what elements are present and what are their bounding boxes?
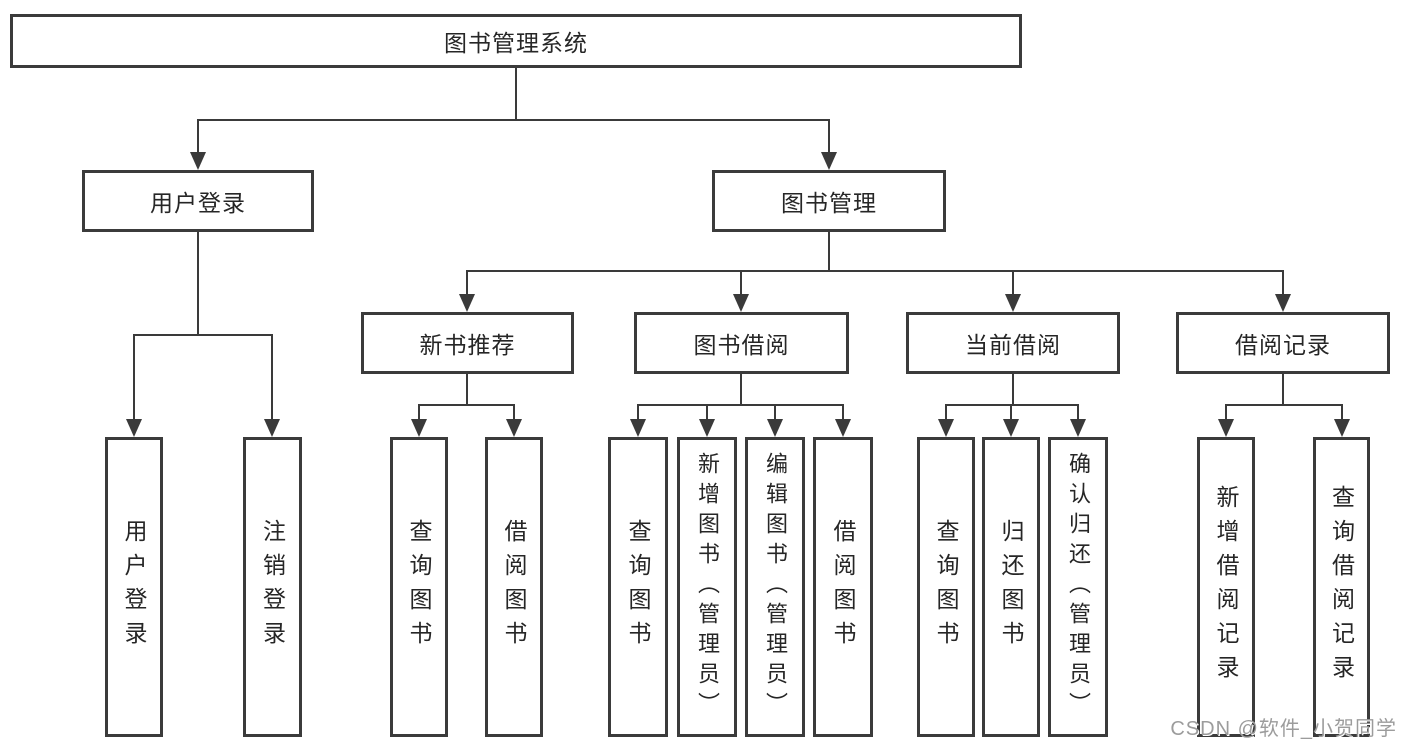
leaf-edit-book-admin: 编辑图书（管理员） (745, 437, 805, 737)
node-label: 用户登录 (150, 190, 246, 216)
connector-line (197, 232, 199, 335)
leaf-query-books-recommend: 查询图书 (390, 437, 448, 737)
arrowhead-down (1070, 419, 1086, 437)
leaf-confirm-return-admin: 确认归还（管理员） (1048, 437, 1108, 737)
leaf-return-book: 归还图书 (982, 437, 1040, 737)
leaf-query-books-current: 查询图书 (917, 437, 975, 737)
connector-line (1010, 404, 1012, 420)
leaf-label: 查询图书 (406, 519, 432, 655)
arrowhead-down (1003, 419, 1019, 437)
node-label: 图书借阅 (693, 332, 790, 358)
connector-line (1226, 404, 1343, 406)
leaf-label: 编辑图书（管理员） (763, 452, 788, 722)
arrowhead-down (1275, 294, 1291, 312)
arrowhead-down (733, 294, 749, 312)
connector-line (1282, 270, 1284, 296)
connector-line (945, 404, 947, 420)
arrowhead-down (506, 419, 522, 437)
connector-line (197, 119, 199, 154)
connector-line (466, 270, 468, 296)
connector-line (1225, 404, 1227, 420)
leaf-label: 查询图书 (933, 519, 959, 655)
leaf-label: 借阅图书 (501, 519, 527, 655)
node-user-login: 用户登录 (82, 170, 314, 232)
connector-line (774, 404, 776, 420)
node-label: 借阅记录 (1235, 332, 1331, 358)
leaf-logout: 注销登录 (243, 437, 302, 737)
leaf-label: 查询图书 (625, 519, 651, 655)
connector-line (513, 404, 515, 420)
connector-line (1077, 404, 1079, 420)
arrowhead-down (126, 419, 142, 437)
arrowhead-down (1005, 294, 1021, 312)
connector-line (1012, 374, 1014, 405)
connector-line (637, 404, 639, 420)
arrowhead-down (1218, 419, 1234, 437)
leaf-label: 归还图书 (998, 519, 1024, 655)
leaf-label: 确认归还（管理员） (1066, 452, 1091, 722)
connector-line (133, 334, 135, 420)
connector-line (1282, 374, 1284, 405)
node-current-borrow: 当前借阅 (906, 312, 1120, 374)
leaf-add-borrow-record: 新增借阅记录 (1197, 437, 1255, 737)
leaf-label: 新增借阅记录 (1213, 485, 1239, 689)
connector-line (740, 270, 742, 296)
leaf-query-borrow-record: 查询借阅记录 (1313, 437, 1370, 737)
connector-line (271, 334, 273, 420)
leaf-user-login: 用户登录 (105, 437, 163, 737)
connector-line (515, 68, 517, 120)
leaf-label: 借阅图书 (830, 519, 856, 655)
leaf-add-book-admin: 新增图书（管理员） (677, 437, 737, 737)
node-label: 图书管理系统 (444, 30, 588, 56)
connector-line (197, 119, 830, 121)
arrowhead-down (190, 152, 206, 170)
leaf-label: 查询借阅记录 (1328, 485, 1355, 689)
connector-line (706, 404, 708, 420)
connector-line (467, 270, 1284, 272)
leaf-label: 新增图书（管理员） (695, 452, 720, 722)
node-label: 图书管理 (781, 190, 877, 216)
node-new-book-recommend: 新书推荐 (361, 312, 574, 374)
connector-line (1341, 404, 1343, 420)
connector-line (134, 334, 273, 336)
node-book-borrow: 图书借阅 (634, 312, 849, 374)
leaf-query-books-borrow: 查询图书 (608, 437, 668, 737)
leaf-label: 注销登录 (259, 519, 286, 655)
connector-line (828, 119, 830, 154)
leaf-label: 用户登录 (121, 519, 147, 655)
arrowhead-down (630, 419, 646, 437)
connector-line (828, 232, 830, 271)
csdn-watermark: CSDN @软件_小贺同学 (1170, 718, 1397, 740)
connector-line (842, 404, 844, 420)
node-label: 新书推荐 (419, 332, 516, 358)
arrowhead-down (1334, 419, 1350, 437)
arrowhead-down (411, 419, 427, 437)
connector-line (418, 404, 420, 420)
connector-line (419, 404, 515, 406)
leaf-borrow-books: 借阅图书 (813, 437, 873, 737)
arrowhead-down (821, 152, 837, 170)
connector-line (466, 374, 468, 405)
connector-line (1012, 270, 1014, 296)
arrowhead-down (699, 419, 715, 437)
arrowhead-down (835, 419, 851, 437)
node-book-management: 图书管理 (712, 170, 946, 232)
connector-line (638, 404, 844, 406)
node-label: 当前借阅 (965, 332, 1061, 358)
leaf-borrow-books-recommend: 借阅图书 (485, 437, 543, 737)
arrowhead-down (459, 294, 475, 312)
arrowhead-down (264, 419, 280, 437)
node-borrow-records: 借阅记录 (1176, 312, 1390, 374)
arrowhead-down (938, 419, 954, 437)
arrowhead-down (767, 419, 783, 437)
connector-line (740, 374, 742, 405)
node-root-system: 图书管理系统 (10, 14, 1022, 68)
connector-line (946, 404, 1079, 406)
